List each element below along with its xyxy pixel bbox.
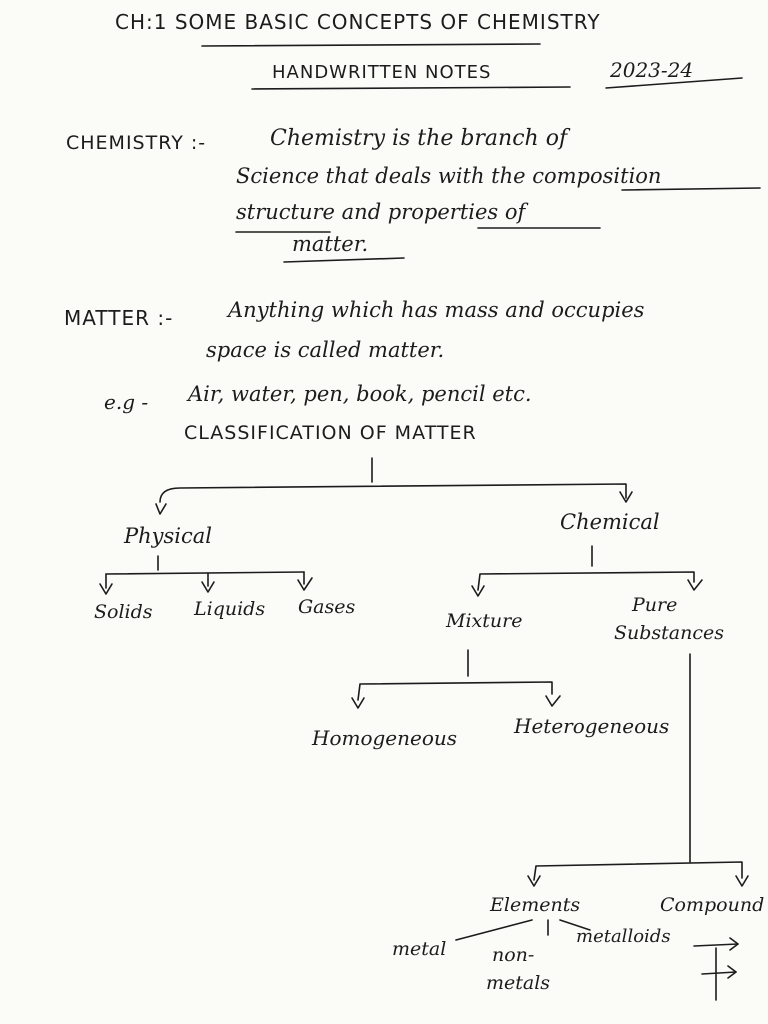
metalloid-line <box>559 919 591 931</box>
chapter-title: CH:1 SOME BASIC CONCEPTS OF CHEMISTRY <box>115 10 601 34</box>
elements-label: Elements <box>490 894 581 916</box>
root-branch <box>159 483 627 503</box>
metalloid-arrowhead <box>729 937 739 951</box>
solids-label: Solids <box>94 601 153 623</box>
arrow-elements <box>527 875 541 887</box>
example-label: e.g - <box>104 390 149 414</box>
chemistry-line-4: matter. <box>292 232 369 256</box>
compound-arrow <box>701 971 737 975</box>
metalloids-label: metalloids <box>576 926 671 947</box>
chemistry-line-1: Chemistry is the branch of <box>270 126 568 151</box>
matter-underline <box>283 257 405 263</box>
arrow-homogeneous <box>351 697 365 709</box>
pure-label-2: Substances <box>614 622 725 644</box>
arrow-heterogeneous <box>545 695 561 707</box>
gases-label: Gases <box>298 596 356 618</box>
chapter-underline <box>201 43 541 47</box>
arrow-physical <box>155 503 167 515</box>
arrow-liquids <box>201 581 215 593</box>
heterogeneous-label: Heterogeneous <box>514 714 670 738</box>
examples: Air, water, pen, book, pencil etc. <box>188 382 532 406</box>
notes-underline <box>251 86 571 90</box>
composition-underline <box>621 187 761 191</box>
physical-branch <box>105 571 305 575</box>
mixture-label: Mixture <box>446 610 523 632</box>
notes-title: HANDWRITTEN NOTES <box>272 62 492 83</box>
homogeneous-label: Homogeneous <box>312 726 458 750</box>
pure-label-1: Pure <box>632 594 678 616</box>
arrow-mixture <box>471 585 485 597</box>
year: 2023-24 <box>610 58 694 82</box>
pure-branch <box>533 861 743 881</box>
metal-label: metal <box>392 938 447 960</box>
chemical-label: Chemical <box>560 510 660 534</box>
matter-term: MATTER :- <box>64 306 174 330</box>
classification-title: CLASSIFICATION OF MATTER <box>184 422 477 444</box>
non-metals-label-2: metals <box>486 972 551 994</box>
chemistry-line-2: Science that deals with the composition <box>236 164 662 188</box>
year-underline <box>605 77 743 89</box>
mixture-branch <box>357 681 553 701</box>
metalloid-arrow <box>693 943 739 947</box>
metal-line <box>455 919 533 941</box>
matter-line-2: space is called matter. <box>206 338 445 362</box>
compound-label: Compound <box>660 894 765 916</box>
non-metals-label-1: non- <box>492 944 535 966</box>
arrow-pure <box>687 579 703 591</box>
liquids-label: Liquids <box>194 598 266 620</box>
arrow-chemical <box>619 491 633 503</box>
arrow-gases <box>297 577 313 591</box>
chemistry-line-3: structure and properties of <box>236 200 526 224</box>
compound-arrowhead <box>727 965 737 979</box>
matter-line-1: Anything which has mass and occupies <box>228 298 645 322</box>
arrow-solids <box>99 583 113 595</box>
physical-label: Physical <box>124 524 213 548</box>
chemistry-term: CHEMISTRY :- <box>66 132 207 154</box>
chemical-branch <box>477 571 695 591</box>
arrow-compound <box>735 875 749 887</box>
